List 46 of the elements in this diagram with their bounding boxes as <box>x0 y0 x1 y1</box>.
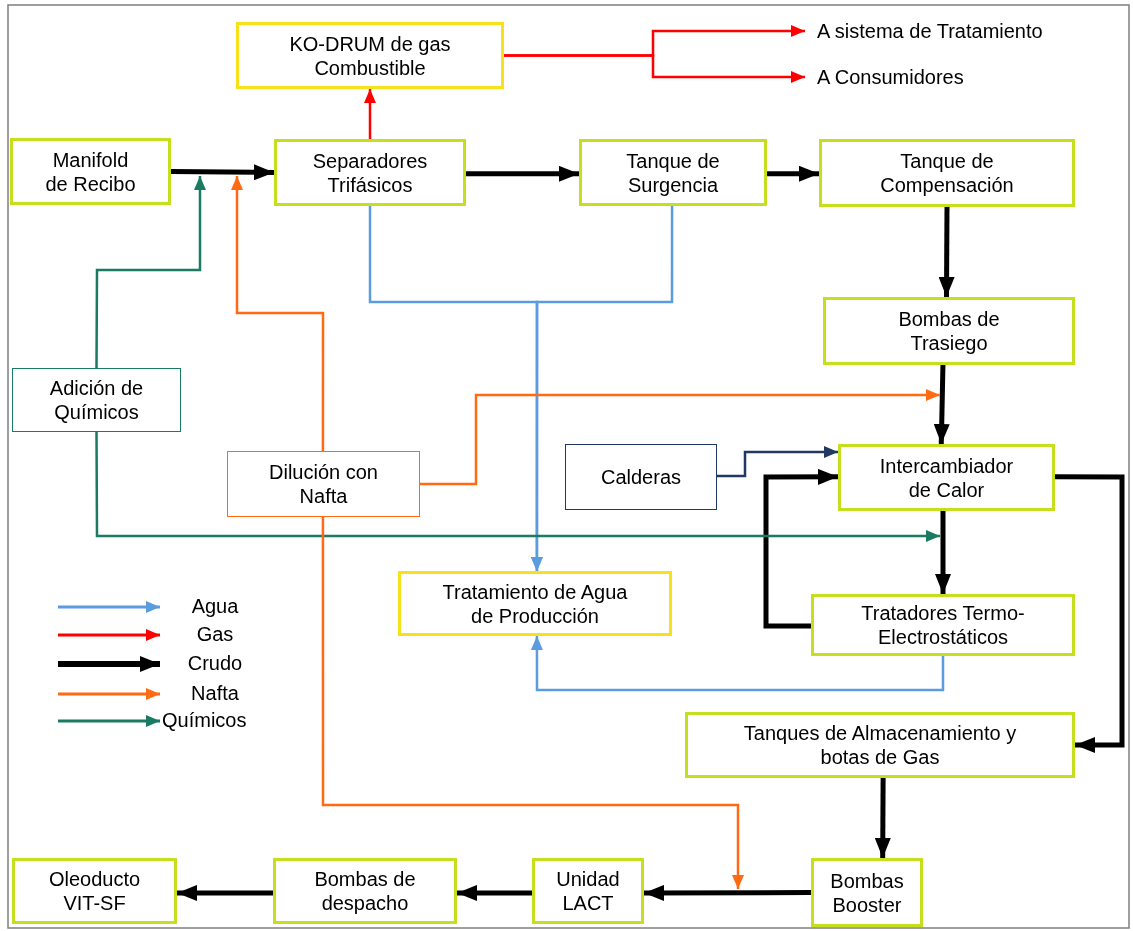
process-box: Tratamiento de Agua de Producción <box>398 571 672 636</box>
arrow <box>177 885 273 901</box>
process-box: Tanque de Surgencia <box>579 139 767 206</box>
process-box: Manifold de Recibo <box>10 138 171 205</box>
arrow <box>457 885 532 901</box>
destination-label: A Consumidores <box>805 60 1025 94</box>
arrow <box>231 176 325 451</box>
process-box: Separadores Trifásicos <box>274 139 466 206</box>
legend-label: Nafta <box>191 682 239 705</box>
process-box: Bombas de Trasiego <box>823 297 1075 365</box>
destination-label: A sistema de Tratamiento <box>805 14 1125 48</box>
legend-label: Gas <box>196 623 234 646</box>
process-box: Intercambiador de Calor <box>838 444 1055 511</box>
arrow <box>321 517 744 889</box>
process-box: Adición de Químicos <box>12 368 181 432</box>
arrow <box>763 468 838 629</box>
arrow <box>767 165 819 182</box>
arrow <box>935 511 951 594</box>
arrow <box>1055 474 1125 753</box>
arrow <box>170 164 275 181</box>
process-box: Calderas <box>565 444 717 510</box>
arrow <box>530 206 674 571</box>
legend-label: Crudo <box>187 652 243 675</box>
process-box: Tanques de Almacenamiento y botas de Gas <box>685 712 1075 778</box>
process-box: Dilución con Nafta <box>227 451 420 517</box>
arrow <box>95 176 206 368</box>
process-box: KO-DRUM de gas Combustible <box>236 22 504 89</box>
process-box: Tratadores Termo-Electrostáticos <box>811 594 1075 656</box>
arrow <box>95 432 940 542</box>
legend-label: Agua <box>191 595 239 618</box>
arrow <box>530 636 945 692</box>
process-box: Oleoducto VIT-SF <box>12 858 177 924</box>
process-box: Tanque de Compensación <box>819 139 1075 207</box>
process-box: Unidad LACT <box>532 858 644 924</box>
legend-label: Químicos <box>162 709 247 732</box>
arrow <box>644 884 811 901</box>
arrow <box>364 89 376 139</box>
arrow <box>874 778 891 858</box>
arrow <box>420 389 940 486</box>
process-box: Bombas de despacho <box>273 858 457 924</box>
arrow <box>504 54 805 83</box>
arrow <box>466 165 579 182</box>
arrow <box>717 446 838 478</box>
arrow <box>938 207 955 297</box>
arrow <box>933 364 950 445</box>
process-box: Bombas Booster <box>811 858 923 927</box>
